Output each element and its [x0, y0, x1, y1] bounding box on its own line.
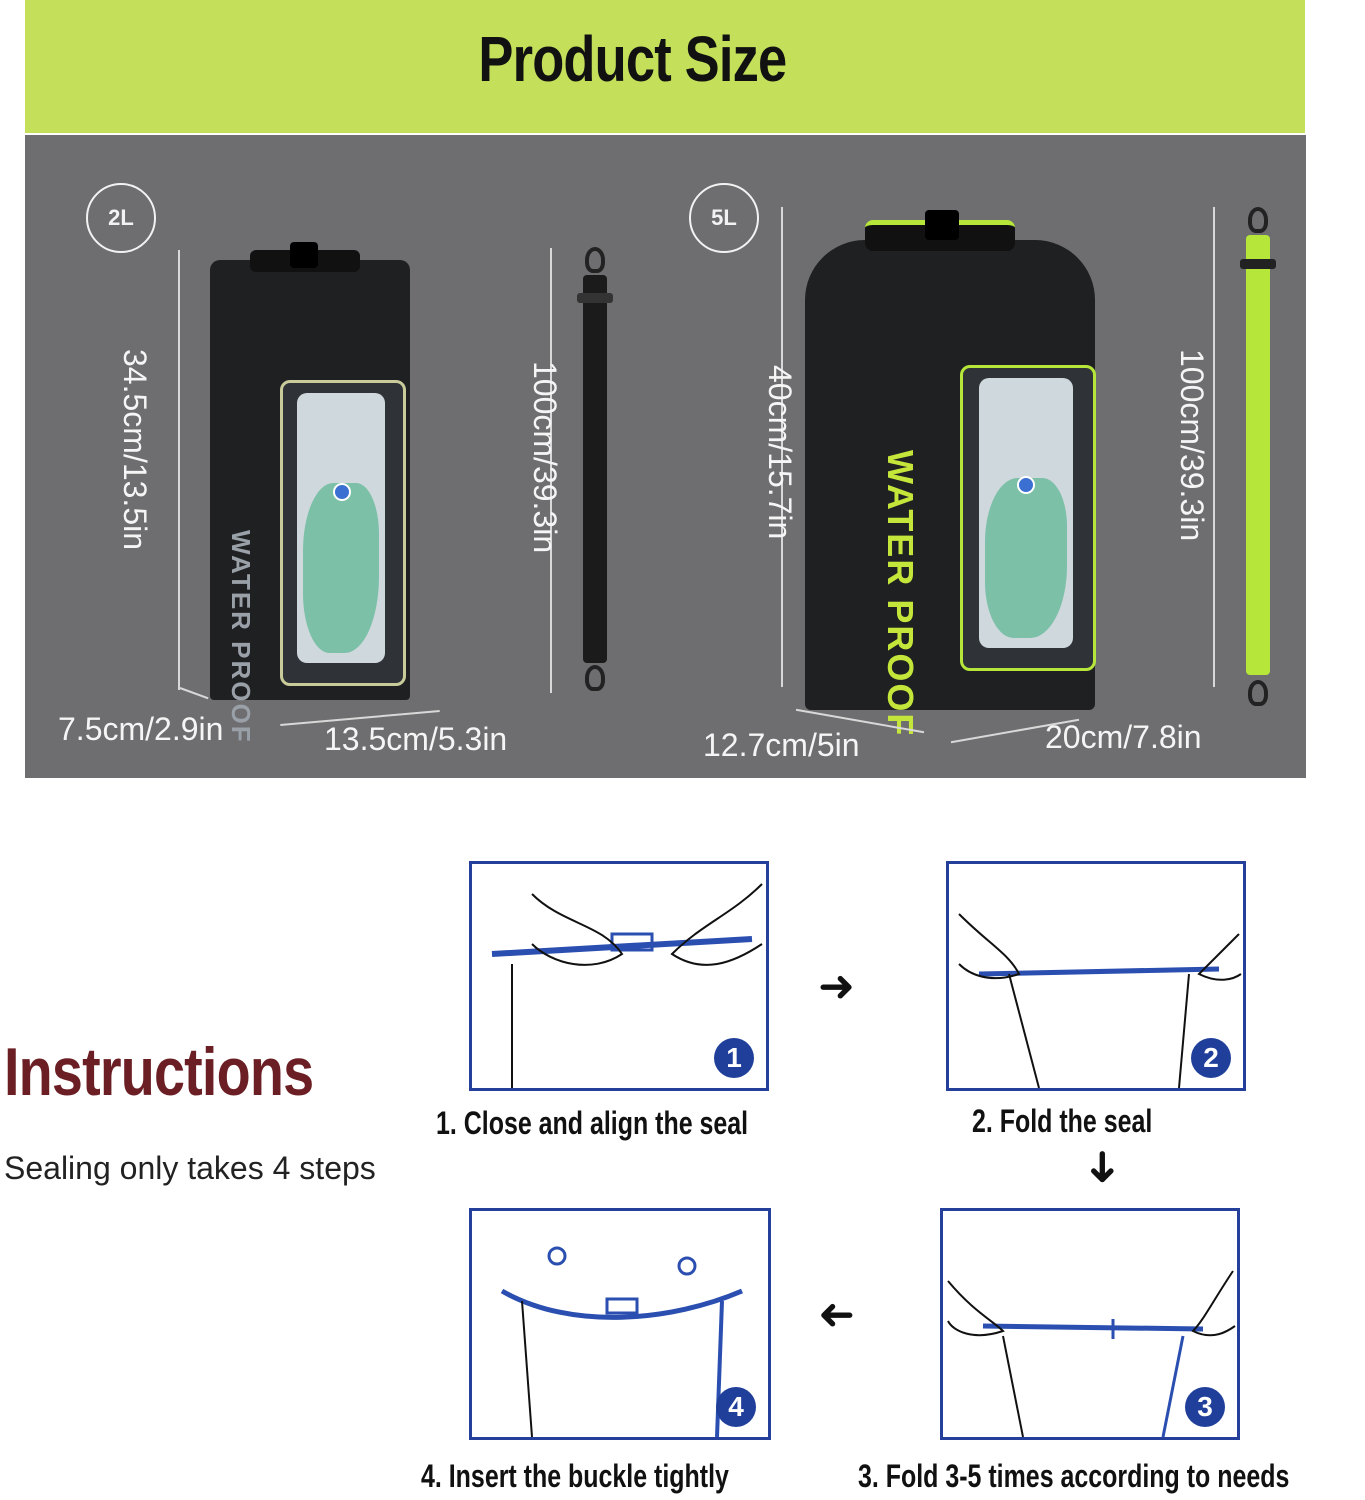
- height-guide-2l: [178, 250, 180, 690]
- step-4-caption: 4. Insert the buckle tightly: [421, 1458, 729, 1494]
- bag-5l: WATER PROOF: [805, 210, 1096, 737]
- capacity-badge-2l: 2L: [86, 183, 156, 253]
- location-pin-icon: [1017, 476, 1035, 494]
- capacity-badge-5l: 5L: [689, 183, 759, 253]
- page-title: Product Size: [478, 23, 787, 95]
- step-3-illustration: 3: [940, 1208, 1240, 1440]
- step-number-badge: 2: [1191, 1038, 1231, 1078]
- carabiner-hook-icon: [1248, 680, 1268, 706]
- depth-label-5l: 12.7cm/5in: [703, 727, 860, 763]
- buckle-icon: [290, 242, 318, 268]
- step-number-badge: 4: [716, 1387, 756, 1427]
- strap-guide-5l: [1213, 207, 1215, 687]
- carabiner-hook-icon: [585, 665, 605, 691]
- arrow-right-icon: ➜: [818, 962, 855, 1011]
- phone-window-2l: [280, 380, 406, 686]
- hands-fold-icon: [958, 913, 1242, 1088]
- instructions-subtitle: Sealing only takes 4 steps: [4, 1150, 376, 1186]
- bag-2l: WATER PROOF: [210, 242, 410, 744]
- step-2-illustration: 2: [946, 861, 1246, 1091]
- location-pin-icon: [333, 483, 351, 501]
- phone-screen-map: [979, 378, 1073, 648]
- step-2-caption: 2. Fold the seal: [972, 1103, 1153, 1139]
- arrow-left-icon: ➜: [818, 1290, 855, 1339]
- strap-5l: [1240, 235, 1276, 675]
- bag-print-2l: WATER PROOF: [226, 530, 256, 744]
- step-1-caption: 1. Close and align the seal: [436, 1105, 749, 1141]
- step-number-badge: 3: [1185, 1387, 1225, 1427]
- phone-window-5l: [960, 365, 1096, 671]
- step-3-caption: 3. Fold 3-5 times according to needs: [858, 1458, 1290, 1494]
- step-4-illustration: 4: [469, 1208, 771, 1440]
- height-label-2l: 34.5cm/13.5in: [117, 349, 153, 551]
- height-label-5l: 40cm/15.7in: [762, 365, 798, 540]
- buckle-icon: [925, 210, 959, 240]
- height-guide-5l: [781, 207, 783, 687]
- depth-label-2l: 7.5cm/2.9in: [58, 711, 224, 747]
- width-label-2l: 13.5cm/5.3in: [324, 721, 508, 757]
- phone-screen-map: [297, 393, 385, 663]
- carabiner-hook-icon: [585, 247, 605, 273]
- arrow-down-icon: ➜: [1078, 1148, 1128, 1186]
- width-label-5l: 20cm/7.8in: [1045, 719, 1202, 755]
- carabiner-hook-icon: [1248, 207, 1268, 233]
- strap-length-label-5l: 100cm/39.3in: [1174, 349, 1210, 542]
- step-number-badge: 1: [714, 1038, 754, 1078]
- instructions-title: Instructions: [4, 1034, 314, 1110]
- hands-seal-icon: [491, 883, 763, 1088]
- step-1-illustration: 1: [469, 861, 769, 1091]
- strap-guide-2l: [550, 248, 552, 693]
- strap-length-label-2l: 100cm/39.3in: [527, 361, 563, 554]
- product-size-panel: 2L 34.5cm/13.5in WATER PROOF 7.5cm/2.9in…: [25, 135, 1306, 778]
- hands-roll-icon: [947, 1270, 1236, 1437]
- strap-2l: [577, 275, 613, 663]
- bag-print-5l: WATER PROOF: [880, 450, 921, 738]
- header-band: [25, 0, 1305, 133]
